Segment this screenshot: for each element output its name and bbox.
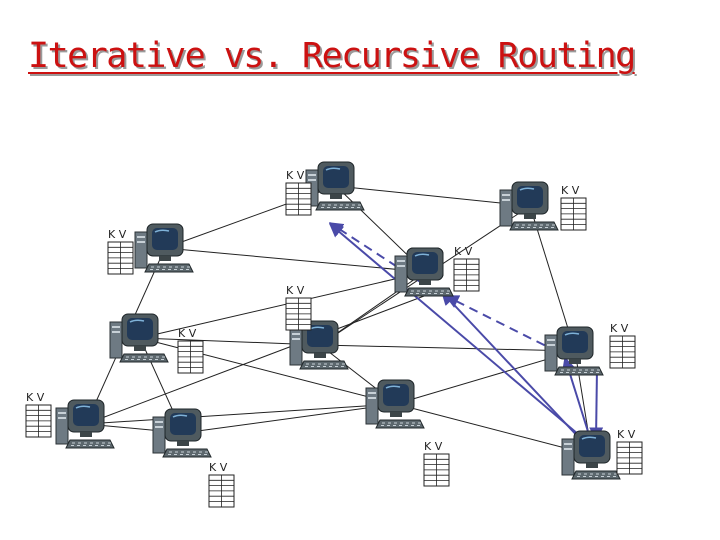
computer-icon — [544, 326, 604, 376]
recursive-route-arrow — [589, 367, 604, 442]
kv-table-label: K V — [286, 169, 305, 182]
kv-table-icon: K V — [616, 428, 643, 475]
iterative-route-arrow — [444, 295, 559, 353]
computer-icon — [152, 408, 212, 458]
computer-icon — [365, 379, 425, 429]
kv-table-icon: K V — [609, 322, 636, 369]
kv-table-label: K V — [561, 184, 580, 197]
network-link — [164, 247, 426, 273]
kv-table-icon: K V — [285, 284, 312, 331]
kv-table-icon: K V — [208, 461, 235, 508]
kv-table-icon: K V — [25, 391, 52, 438]
kv-table-label: K V — [108, 228, 127, 241]
network-link — [85, 289, 441, 425]
kv-table-label: K V — [26, 391, 45, 404]
kv-table-label: K V — [286, 284, 305, 297]
computer-icon — [561, 430, 621, 480]
kv-table-icon: K V — [560, 184, 587, 231]
computer-icon — [55, 399, 115, 449]
kv-table-icon: K V — [423, 440, 450, 487]
kv-table-label: K V — [610, 322, 629, 335]
network-link — [335, 185, 531, 207]
computer-icon — [499, 181, 559, 231]
kv-table-label: K V — [209, 461, 228, 474]
recursive-route-arrow — [441, 290, 584, 443]
kv-table-icon: K V — [107, 228, 134, 275]
network-link — [395, 403, 593, 456]
network-link — [319, 344, 576, 352]
network-link — [182, 403, 397, 434]
computer-icon — [394, 247, 454, 297]
kv-table-label: K V — [617, 428, 636, 441]
kv-table-label: K V — [454, 245, 473, 258]
computer-icon — [134, 223, 194, 273]
computer-icon — [305, 161, 365, 211]
recursive-route-arrow — [328, 223, 586, 441]
slide-title: Iterative vs. Recursive Routing — [28, 36, 636, 76]
kv-table-label: K V — [178, 327, 197, 340]
kv-table-icon: K V — [453, 245, 480, 292]
kv-table-label: K V — [424, 440, 443, 453]
kv-table-icon: K V — [285, 169, 312, 216]
kv-table-icon: K V — [177, 327, 204, 374]
network-link — [85, 403, 397, 425]
network-link — [139, 271, 426, 339]
computer-icon — [109, 313, 169, 363]
